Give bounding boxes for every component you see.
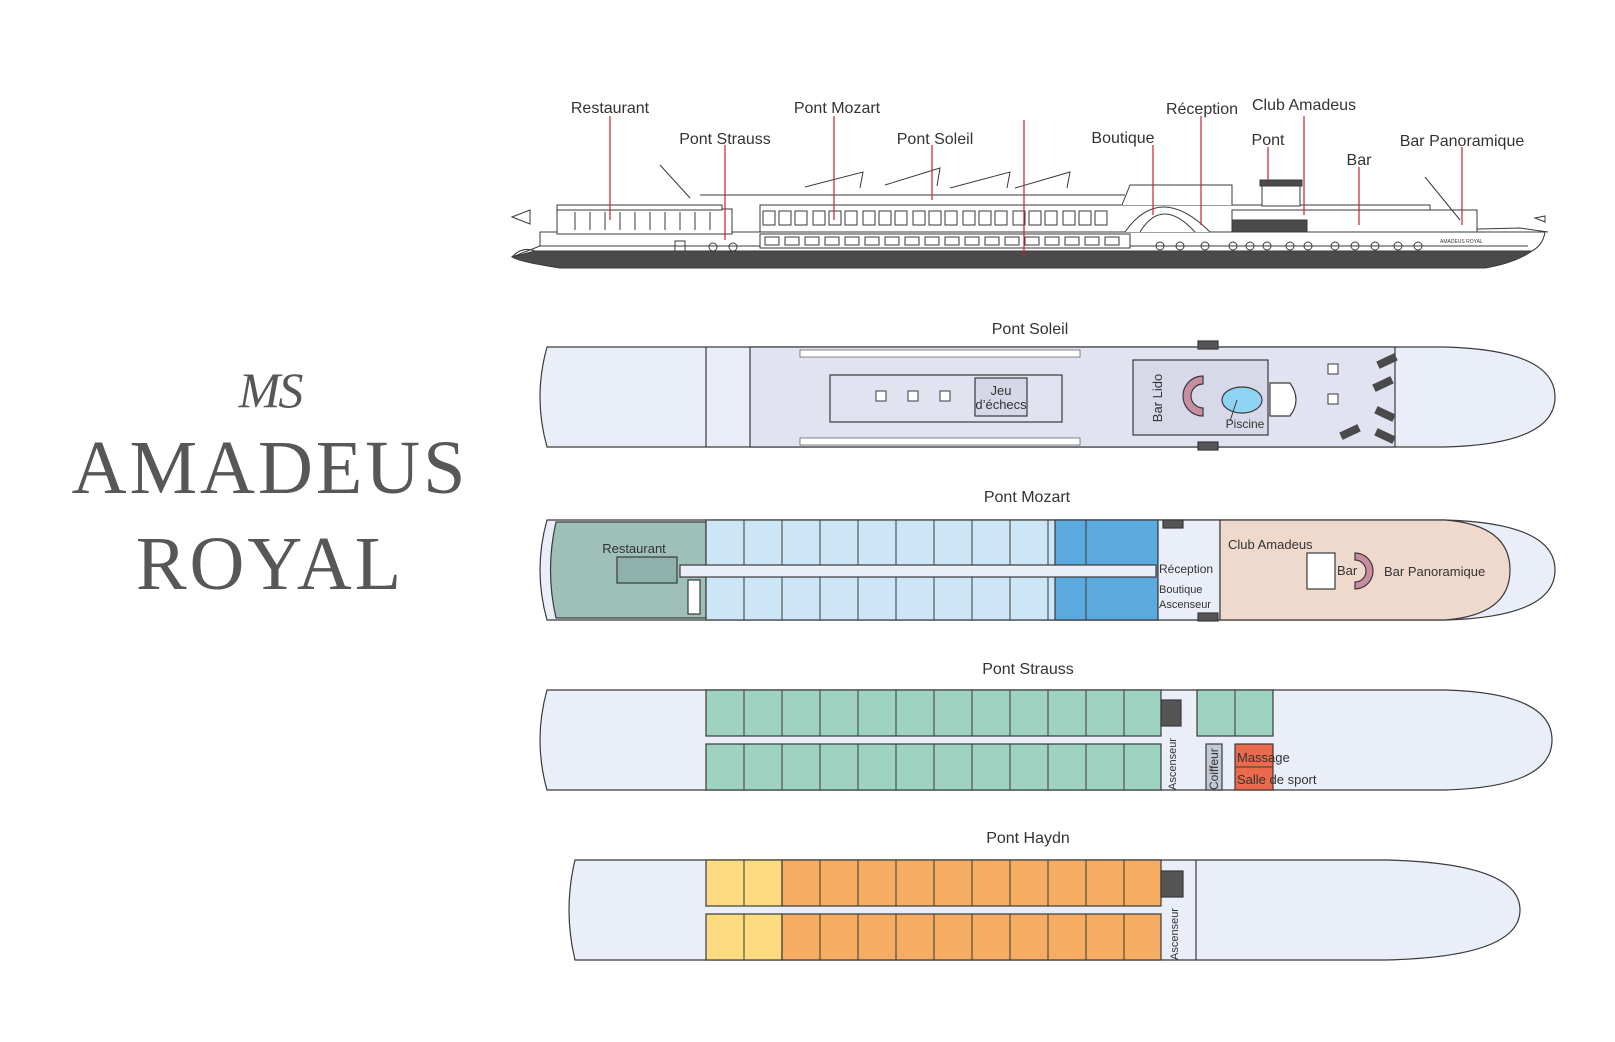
wheelhouse-roof: [1259, 179, 1303, 187]
label-coiffeur: Coiffeur: [1207, 748, 1221, 790]
bow-mast: [1424, 176, 1461, 221]
label-pont: Pont: [1252, 132, 1285, 149]
ship-title: MS AMADEUS ROYAL: [60, 360, 480, 612]
label-piscine: Piscine: [1226, 417, 1265, 431]
label-echecs: d’échecs: [975, 397, 1027, 412]
strauss-cabin-dividers: [743, 690, 1236, 790]
label-reception-mozart: Réception: [1159, 562, 1213, 576]
sunshade: [884, 167, 941, 187]
sunbed-row-top: [799, 349, 1081, 358]
label-jeu: Jeu: [991, 383, 1012, 398]
mozart-cabin-dividers: [743, 520, 1087, 620]
stairs: [1162, 519, 1184, 529]
wheelhouse: [1261, 185, 1301, 207]
label-bar: Bar: [1347, 152, 1373, 169]
porthole: [708, 242, 718, 252]
label-club-amadeus: Club Amadeus: [1252, 97, 1356, 114]
label-bar-panoramique: Bar Panoramique: [1400, 133, 1525, 150]
label-ascenseur-haydn: Ascenseur: [1169, 908, 1181, 960]
label-ascenseur-mozart: Ascenseur: [1159, 599, 1211, 611]
deck-strauss: Pont Strauss Ascenseur Coiffeur Massage …: [539, 661, 1553, 791]
bar-lido-counter: [1182, 375, 1204, 417]
coiffeur-room: [1205, 743, 1223, 791]
aft-mast: [659, 164, 691, 199]
sunshade: [1014, 171, 1071, 189]
haydn-cabin-dividers: [743, 860, 1125, 960]
label-reception: Réception: [1166, 101, 1238, 118]
stairs: [1197, 340, 1219, 350]
aft-door: [674, 240, 686, 252]
deck-title-strauss: Pont Strauss: [982, 661, 1074, 678]
label-club-amadeus-mozart: Club Amadeus: [1228, 537, 1313, 552]
profile-pointers: [609, 116, 1463, 257]
deck-haydn: Pont Haydn Ascenseur: [568, 830, 1521, 961]
title-line-1: AMADEUS: [71, 426, 469, 510]
arch-inner: [1139, 213, 1196, 233]
label-restaurant-mozart: Restaurant: [602, 541, 666, 556]
lower-windows: [764, 236, 1120, 246]
ship-side-profile: AMADEUS ROYAL: [510, 164, 1549, 269]
pool-pointer: [1229, 399, 1238, 422]
label-salle-de-sport: Salle de sport: [1237, 772, 1317, 787]
stairs: [1160, 870, 1184, 898]
label-massage: Massage: [1237, 750, 1290, 765]
title-prefix: MS: [238, 362, 304, 418]
sunshade: [949, 171, 1011, 189]
aft-flag: [510, 209, 531, 225]
forward-portholes: [1155, 241, 1423, 251]
label-pont-strauss: Pont Strauss: [679, 131, 771, 148]
upper-windows: [762, 210, 1108, 226]
sun-tables: [1327, 363, 1339, 405]
aft-roof: [556, 204, 723, 211]
club-window: [1231, 219, 1308, 233]
lobby-mozart: [1157, 519, 1221, 621]
chess-tables: [875, 390, 951, 402]
hull-bottom: [510, 250, 1534, 269]
label-pont-mozart: Pont Mozart: [794, 100, 881, 117]
deck-title-soleil: Pont Soleil: [992, 321, 1069, 338]
aft-restaurant-block: [556, 208, 733, 235]
cabinet: [687, 579, 701, 615]
chess-board: [974, 377, 1028, 417]
porthole: [728, 242, 738, 252]
stairs: [1197, 612, 1219, 622]
hull-name: AMADEUS ROYAL: [1440, 239, 1483, 245]
profile-labels: Restaurant Pont Strauss Pont Mozart Pont…: [571, 97, 1524, 169]
forward-roof: [1121, 184, 1233, 206]
label-bar-mozart: Bar: [1337, 563, 1358, 578]
bar-counter: [1354, 552, 1374, 590]
loungers: [1339, 353, 1398, 444]
label-pont-soleil: Pont Soleil: [897, 131, 974, 148]
label-ascenseur-strauss: Ascenseur: [1167, 738, 1179, 790]
restaurant-windows: [574, 212, 711, 230]
pool: [1221, 386, 1263, 414]
bow-flag: [1533, 215, 1546, 223]
buffet: [616, 556, 678, 584]
label-bar-panoramique-mozart: Bar Panoramique: [1384, 564, 1485, 579]
deck-title-haydn: Pont Haydn: [986, 830, 1070, 847]
label-boutique: Boutique: [1091, 130, 1154, 147]
deck-soleil: Pont Soleil Jeu d’échecs Bar Lido Piscin…: [539, 321, 1556, 451]
label-bar-lido: Bar Lido: [1150, 374, 1165, 422]
label-boutique-mozart: Boutique: [1159, 584, 1202, 596]
stairs: [1197, 441, 1219, 451]
dance-floor: [1306, 552, 1336, 590]
label-restaurant: Restaurant: [571, 100, 650, 117]
sunshade: [804, 171, 864, 189]
title-line-2: ROYAL: [135, 522, 405, 606]
sunbed-row-bottom: [799, 437, 1081, 446]
deck-title-mozart: Pont Mozart: [984, 489, 1071, 506]
deck-mozart: Pont Mozart Restaurant Club Amadeus Réce…: [539, 489, 1556, 622]
lounge-mozart: [1219, 519, 1511, 621]
stairs: [1160, 699, 1182, 727]
corridor-mozart: [679, 564, 1157, 578]
pool-shower: [1269, 382, 1297, 417]
